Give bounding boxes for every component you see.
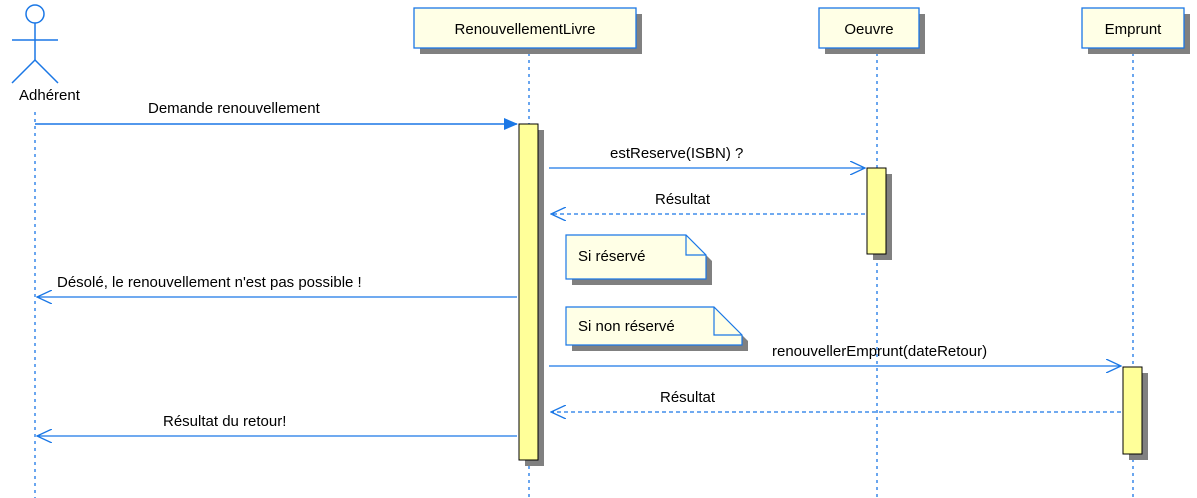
activation-bar-emprunt	[1122, 366, 1143, 455]
activation-bar-renouvellementlivre	[518, 123, 539, 461]
message-label: estReserve(ISBN) ?	[610, 145, 743, 162]
message-estreserve[interactable]: estReserve(ISBN) ?	[549, 145, 865, 168]
participant-emprunt[interactable]: Emprunt	[1081, 7, 1190, 54]
participant-oeuvre[interactable]: Oeuvre	[818, 7, 925, 54]
actor-adherent[interactable]: Adhérent	[11, 4, 81, 104]
message-resultat-retour[interactable]: Résultat du retour!	[37, 413, 517, 436]
participant-renouvellementlivre[interactable]: RenouvellementLivre	[413, 7, 642, 54]
note-fold	[685, 235, 706, 256]
actor-name: Adhérent	[19, 87, 81, 104]
note-si-non-reserve[interactable]: Si non réservé	[565, 306, 748, 351]
participant-box	[413, 7, 637, 49]
participant-label: Oeuvre	[844, 21, 893, 38]
note-si-reserve[interactable]: Si réservé	[565, 234, 712, 285]
message-label: Demande renouvellement	[148, 100, 321, 117]
participant-label: RenouvellementLivre	[455, 21, 596, 38]
message-desole[interactable]: Désolé, le renouvellement n'est pas poss…	[37, 274, 517, 297]
activation-bar-oeuvre	[866, 167, 887, 255]
message-label: Résultat	[655, 191, 711, 208]
note-box	[565, 234, 707, 280]
participant-label: Emprunt	[1105, 21, 1163, 38]
message-resultat-emprunt[interactable]: Résultat	[551, 389, 1121, 412]
note-fold	[713, 307, 742, 336]
participant-box	[818, 7, 920, 49]
note-label: Si non réservé	[578, 318, 675, 335]
note-label: Si réservé	[578, 248, 646, 265]
note-box	[565, 306, 743, 346]
message-label: Désolé, le renouvellement n'est pas poss…	[57, 274, 362, 291]
message-resultat-oeuvre[interactable]: Résultat	[551, 191, 865, 214]
message-label: renouvellerEmprunt(dateRetour)	[772, 343, 987, 360]
message-demande-renouvellement[interactable]: Demande renouvellement	[35, 100, 518, 130]
message-label: Résultat du retour!	[163, 413, 286, 430]
stick-figure-icon	[11, 4, 59, 84]
message-renouveller-emprunt[interactable]: renouvellerEmprunt(dateRetour)	[549, 343, 1121, 366]
participant-box	[1081, 7, 1185, 49]
message-label: Résultat	[660, 389, 716, 406]
